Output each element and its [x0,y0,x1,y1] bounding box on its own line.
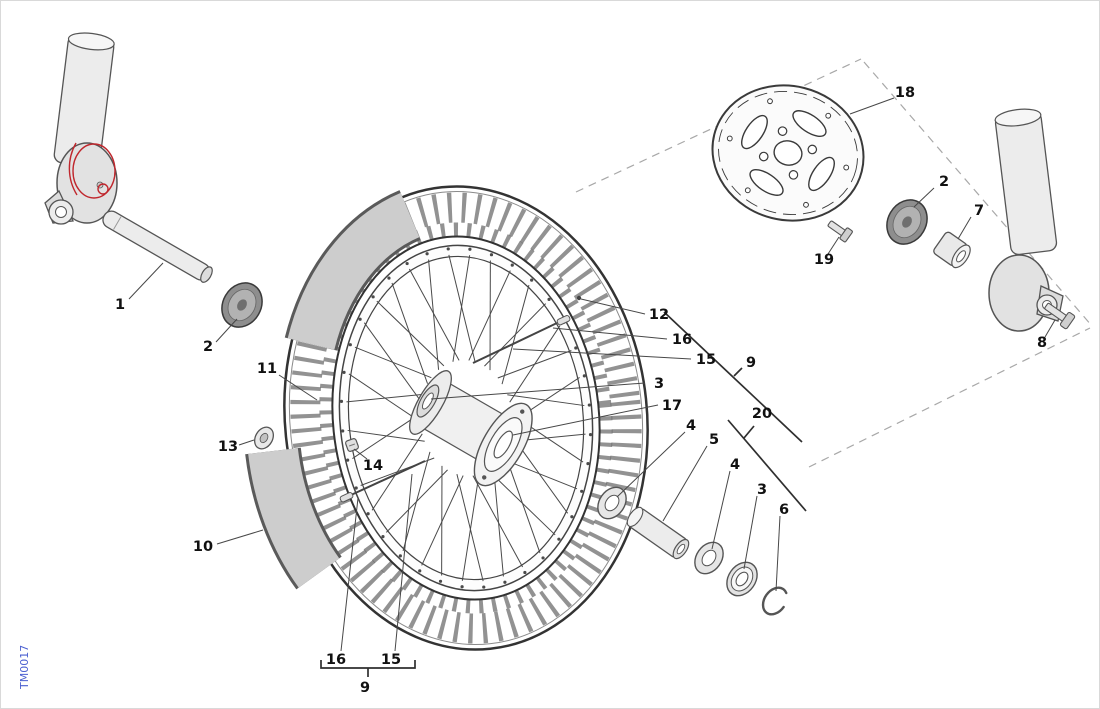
drawing-code: TM0017 [18,645,31,690]
callout-4-first: 4 [686,418,696,434]
leader-lines [128,97,1056,652]
disc-bolt-19 [827,220,853,243]
retainer-disc-13 [254,426,274,450]
callout-9-right: 9 [746,355,756,371]
front-wheel [283,185,649,651]
spoke-detail-upper [472,295,582,364]
callout-5: 5 [709,432,719,448]
callout-2-left: 2 [203,339,213,355]
circlip-6 [761,586,789,616]
callout-20: 20 [752,406,772,422]
bracket-spoke-group-9 [663,311,803,443]
callout-13: 13 [218,439,238,455]
callout-12: 12 [649,307,669,323]
spacer-5 [626,506,690,560]
tire-segment-lower [245,447,342,590]
front-fork-right [988,108,1064,332]
front-axle [102,210,213,283]
callout-6: 6 [779,502,789,518]
callout-18: 18 [895,85,915,101]
callout-7: 7 [974,203,984,219]
callout-16-lower: 16 [326,652,346,668]
callout-15-lower: 15 [381,652,401,668]
tire-segment-upper [284,190,422,351]
hub [409,370,533,487]
callout-1: 1 [115,297,125,313]
callout-14: 14 [363,458,383,474]
brake-disc [711,84,865,222]
highlighted-caliper-bracket [68,142,116,199]
bushing-7 [933,231,971,269]
callout-10: 10 [193,539,213,555]
washer-4-second [694,541,724,575]
callout-8: 8 [1037,335,1047,351]
callout-3-hub: 3 [654,376,664,392]
callout-11: 11 [257,361,277,377]
dust-cap-right [886,199,928,245]
callout-2-right: 2 [939,174,949,190]
nut-14 [345,438,359,452]
bracket-bearing-kit-20 [727,419,807,512]
bracket-bottom-9 [320,660,416,677]
callout-9-bottom: 9 [360,680,370,696]
callout-19: 19 [814,252,834,268]
callout-15-upper: 15 [696,352,716,368]
spoke-detail-lower [339,460,426,503]
callout-17: 17 [662,398,682,414]
axle-bolt-8 [1044,302,1076,330]
callout-16-upper: 16 [672,332,692,348]
callout-labels: 1 2 11 13 10 14 12 16 15 3 17 9 20 4 5 4… [115,85,1047,696]
callout-4-second: 4 [730,457,740,473]
bearing-3 [726,561,758,597]
dust-cap-left [221,282,263,328]
callout-3-bearing: 3 [757,482,767,498]
front-fork-left [44,32,118,225]
